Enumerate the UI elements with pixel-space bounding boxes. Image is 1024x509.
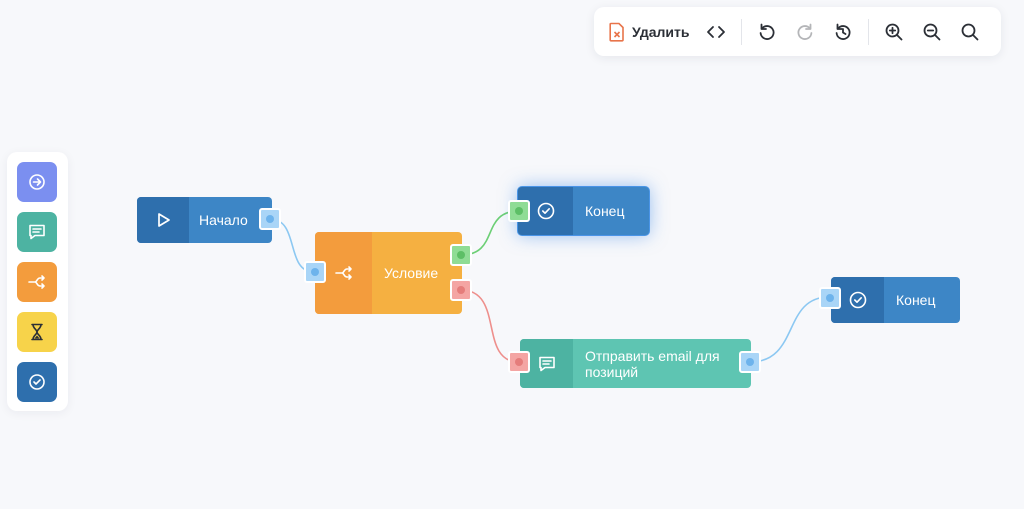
toolbar-divider: [868, 18, 870, 45]
condition-node-false-port[interactable]: [450, 279, 472, 301]
zoom-in-button[interactable]: [875, 16, 913, 48]
end-node[interactable]: Конец: [831, 277, 960, 323]
condition-node-label: Условие: [384, 265, 439, 281]
edge-email-to-end[interactable]: [749, 296, 830, 363]
start-node[interactable]: Начало: [137, 197, 272, 243]
palette-condition-node[interactable]: [17, 262, 57, 302]
start-node-icon-area: [137, 197, 189, 243]
zoom-in-icon: [885, 23, 903, 40]
palette-end-node[interactable]: [17, 362, 57, 402]
check-circle-icon: [537, 202, 554, 220]
zoom-out-button[interactable]: [913, 16, 951, 48]
toolbar-divider: [741, 18, 743, 45]
toolbar: Удалить: [594, 7, 1001, 56]
arrow-circle-icon: [29, 174, 45, 190]
node-palette: [7, 152, 68, 411]
palette-message-node[interactable]: [17, 212, 57, 252]
palette-start-node[interactable]: [17, 162, 57, 202]
send-email-node-label: Отправить email для позиций: [585, 347, 720, 380]
check-circle-icon: [29, 374, 45, 390]
condition-node-true-port[interactable]: [450, 244, 472, 266]
end-node-selected[interactable]: Конец: [518, 187, 649, 235]
history-icon: [835, 23, 851, 40]
history-button[interactable]: [824, 16, 862, 48]
redo-button[interactable]: [786, 16, 824, 48]
send-email-node-output-port[interactable]: [739, 351, 761, 373]
hourglass-icon: [31, 323, 43, 341]
end-node-input-port[interactable]: [508, 200, 530, 222]
end-node-input-port[interactable]: [819, 287, 841, 309]
split-icon: [334, 266, 352, 280]
delete-file-icon: [609, 22, 624, 42]
message-icon: [29, 224, 45, 240]
start-node-output-port[interactable]: [259, 208, 281, 230]
palette-wait-node[interactable]: [17, 312, 57, 352]
code-button[interactable]: [697, 16, 735, 48]
zoom-out-icon: [923, 23, 941, 40]
condition-node[interactable]: Условие: [315, 232, 462, 314]
end-node-label: Конец: [585, 203, 625, 219]
start-node-label: Начало: [199, 212, 248, 228]
code-icon: [707, 25, 726, 38]
zoom-reset-icon: [961, 23, 979, 40]
send-email-node-input-port[interactable]: [508, 351, 530, 373]
undo-button[interactable]: [748, 16, 786, 48]
delete-button[interactable]: Удалить: [608, 16, 697, 48]
check-circle-icon: [849, 291, 866, 309]
end-node-icon-area: [831, 277, 884, 323]
zoom-reset-button[interactable]: [951, 16, 989, 48]
undo-icon: [760, 23, 775, 40]
condition-node-input-port[interactable]: [304, 261, 326, 283]
send-email-node[interactable]: Отправить email для позиций: [520, 339, 751, 388]
message-icon: [538, 356, 555, 371]
play-icon: [158, 213, 170, 227]
delete-label: Удалить: [632, 23, 690, 40]
split-icon: [28, 275, 45, 289]
redo-icon: [797, 23, 813, 40]
end-node-label: Конец: [896, 292, 936, 308]
